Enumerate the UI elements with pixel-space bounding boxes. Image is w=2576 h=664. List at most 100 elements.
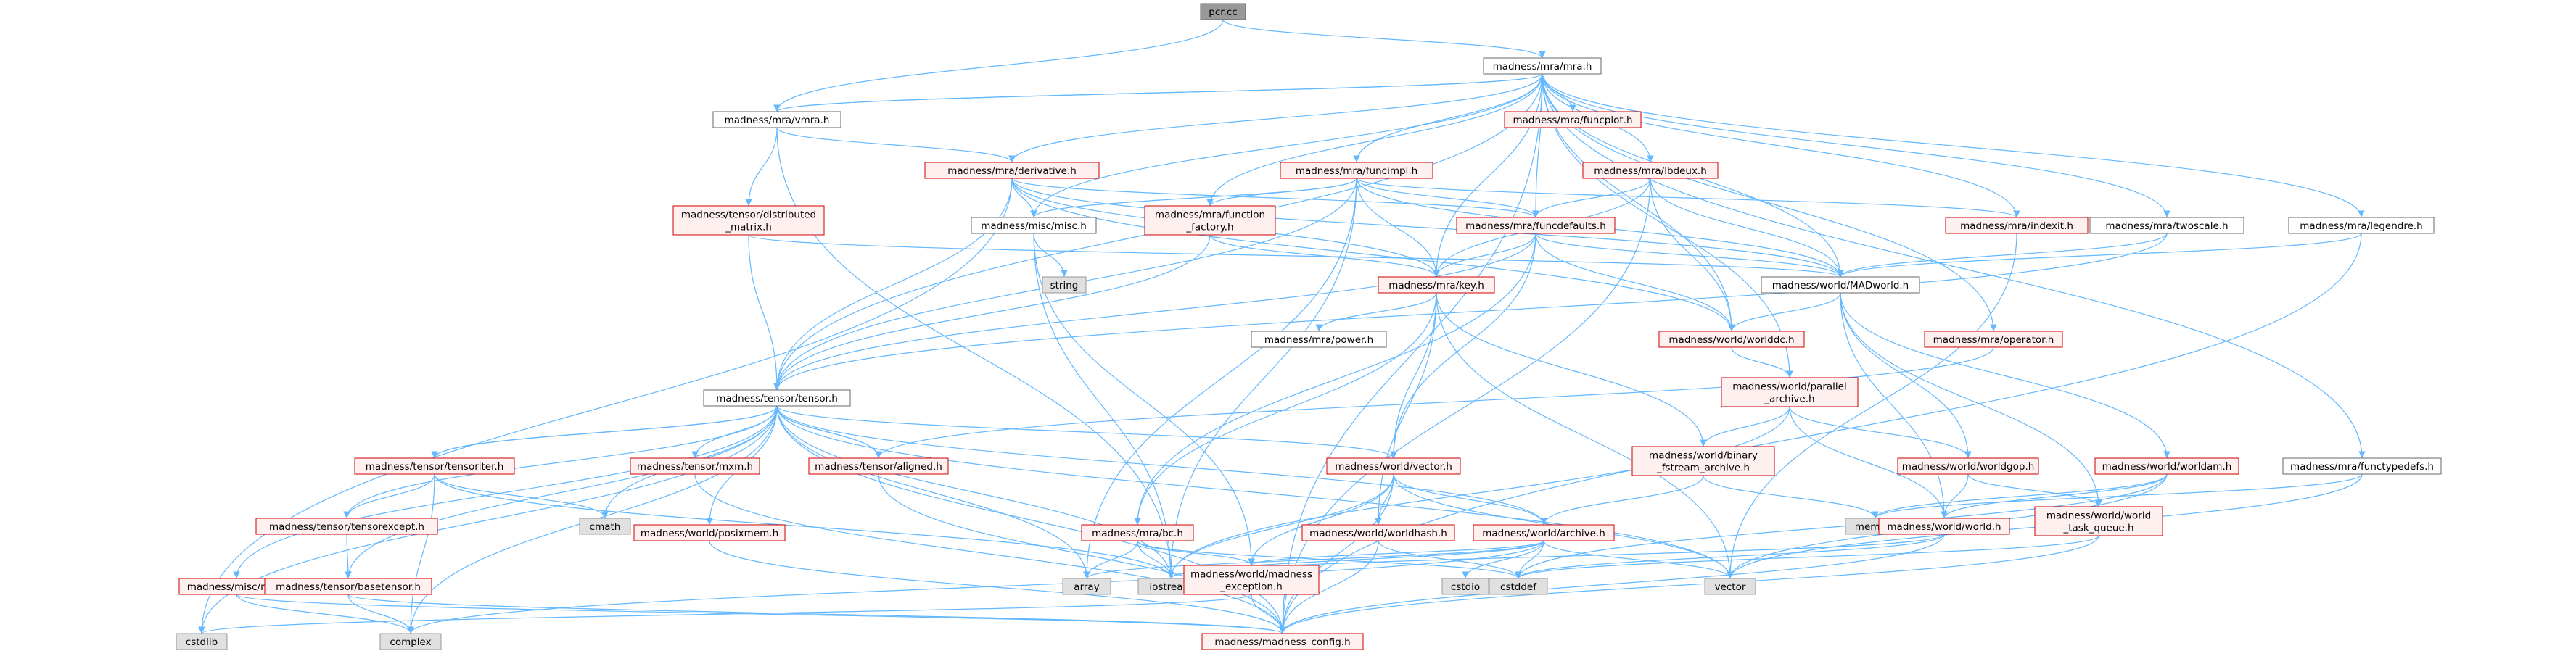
node-binary-fstream-h[interactable]: madness/world/binary_fstream_archive.h xyxy=(1631,446,1775,476)
node-box xyxy=(1201,633,1364,650)
node-bc-h[interactable]: madness/mra/bc.h xyxy=(1081,524,1194,541)
node-label: madness/mra/indexit.h xyxy=(1960,220,2073,232)
edge-vector_h-to-worldhash_h xyxy=(1375,473,1394,526)
node-archive-h[interactable]: madness/world/archive.h xyxy=(1473,524,1615,541)
node-label: madness/mra/twoscale.h xyxy=(2105,220,2228,232)
edge-lbdeux_h-to-madworld_h xyxy=(1650,178,1844,278)
edge-key_h-to-vector xyxy=(1436,292,1734,579)
node-worldhash-h[interactable]: madness/world/worldhash.h xyxy=(1301,524,1455,541)
node-box xyxy=(255,518,438,535)
edge-vmra_h-to-distmat_h xyxy=(745,127,778,207)
edge-madworld_h-to-worldam_h xyxy=(1840,292,2170,459)
edge-derivative_h-to-madworld_h xyxy=(1011,178,1844,278)
node-box xyxy=(1280,162,1433,179)
node-tensoriter-h[interactable]: madness/tensor/tensoriter.h xyxy=(354,457,515,475)
edge-tensor_h-to-array xyxy=(776,405,1090,579)
node-parallel-archive-h[interactable]: madness/world/parallel_archive.h xyxy=(1721,377,1859,407)
node-misc-h[interactable]: madness/misc/misc.h xyxy=(971,217,1097,234)
node-label: madness/world/binary xyxy=(1649,450,1758,462)
node-label: madness/tensor/tensor.h xyxy=(716,393,838,404)
edge-tensorexcept_h-to-basetensor_h xyxy=(345,534,352,579)
node-cmath[interactable]: cmath xyxy=(579,518,631,535)
node-box xyxy=(2282,457,2442,475)
node-vmra-h[interactable]: madness/mra/vmra.h xyxy=(712,111,841,128)
edge-basetensor_h-to-madness_config_h xyxy=(347,594,1286,634)
node-pcr[interactable]: pcr.cc xyxy=(1200,3,1246,20)
node-label: madness/world/worldgop.h xyxy=(1902,461,2035,473)
node-indexit-h[interactable]: madness/mra/indexit.h xyxy=(1945,217,2089,234)
node-box xyxy=(264,578,432,595)
edge-funcdefaults_h-to-key_h xyxy=(1433,233,1536,278)
node-vector[interactable]: vector xyxy=(1704,578,1756,595)
edge-mra_h-to-misc_h xyxy=(1030,73,1543,218)
node-madness-exception-h[interactable]: madness/world/madness_exception.h xyxy=(1183,565,1320,595)
node-basetensor-h[interactable]: madness/tensor/basetensor.h xyxy=(264,578,432,595)
node-functypedefs-h[interactable]: madness/mra/functypedefs.h xyxy=(2282,457,2442,475)
edge-distmat_h-to-madworld_h xyxy=(748,234,1844,278)
edge-parallel_archive_h-to-world_h xyxy=(1789,406,1948,519)
node-task-queue-h[interactable]: madness/world/world_task_queue.h xyxy=(2034,506,2163,536)
edge-funcdefaults_h-to-tensor_h xyxy=(773,233,1536,391)
node-tensor-h[interactable]: madness/tensor/tensor.h xyxy=(703,389,851,407)
node-madworld-h[interactable]: madness/world/MADworld.h xyxy=(1761,276,1920,294)
node-lbdeux-h[interactable]: madness/mra/lbdeux.h xyxy=(1582,162,1719,179)
node-funcimpl-h[interactable]: madness/mra/funcimpl.h xyxy=(1280,162,1433,179)
node-vector-h[interactable]: madness/world/vector.h xyxy=(1326,457,1461,475)
edge-tensor_h-to-tensorexcept_h xyxy=(343,405,778,519)
node-label: madness/misc/ran.h xyxy=(187,581,287,593)
node-tensorexcept-h[interactable]: madness/tensor/tensorexcept.h xyxy=(255,518,438,535)
node-posixmem-h[interactable]: madness/world/posixmem.h xyxy=(633,524,786,541)
node-cstdio[interactable]: cstdio xyxy=(1441,578,1489,595)
node-box xyxy=(1483,57,1602,75)
node-power-h[interactable]: madness/mra/power.h xyxy=(1251,331,1387,348)
node-key-h[interactable]: madness/mra/key.h xyxy=(1378,276,1495,294)
edge-aligned_h-to-madness_config_h xyxy=(878,473,1286,634)
node-worlddc-h[interactable]: madness/world/worlddc.h xyxy=(1658,331,1805,348)
node-worldam-h[interactable]: madness/world/worldam.h xyxy=(2094,457,2239,475)
node-label: _factory.h xyxy=(1185,222,1233,233)
node-box xyxy=(379,633,442,650)
node-cstddef[interactable]: cstddef xyxy=(1489,578,1548,595)
node-array[interactable]: array xyxy=(1062,578,1111,595)
edge-task_queue_h-to-cstddef xyxy=(1515,535,2099,579)
node-label: madness/misc/misc.h xyxy=(981,220,1087,232)
node-world-h[interactable]: madness/world/world.h xyxy=(1878,518,2010,535)
node-legendre-h[interactable]: madness/mra/legendre.h xyxy=(2288,217,2435,234)
node-distmat-h[interactable]: madness/tensor/distributed_matrix.h xyxy=(672,205,825,236)
node-funcdefaults-h[interactable]: madness/mra/funcdefaults.h xyxy=(1456,217,1616,234)
node-derivative-h[interactable]: madness/mra/derivative.h xyxy=(924,162,1100,179)
edge-bc_h-to-array xyxy=(1083,540,1138,579)
edge-lbdeux_h-to-funcdefaults_h xyxy=(1532,178,1651,218)
node-funcfactory-h[interactable]: madness/mra/function_factory.h xyxy=(1144,205,1276,236)
node-mxm-h[interactable]: madness/tensor/mxm.h xyxy=(630,457,760,475)
edge-parallel_archive_h-to-binary_fstream_h xyxy=(1700,406,1790,447)
node-funcplot-h[interactable]: madness/mra/funcplot.h xyxy=(1504,111,1642,128)
edge-worldgop_h-to-world_h xyxy=(1941,473,1969,519)
edge-funcfactory_h-to-key_h xyxy=(1209,234,1440,278)
node-box xyxy=(1251,331,1387,348)
node-box xyxy=(579,518,631,535)
node-aligned-h[interactable]: madness/tensor/aligned.h xyxy=(808,457,949,475)
edge-tensor_h-to-vector xyxy=(776,405,1734,579)
node-box xyxy=(1704,578,1756,595)
edge-archive_h-to-vector xyxy=(1543,540,1734,579)
edge-tensoriter_h-to-tensor_h xyxy=(434,405,781,459)
edge-worlddc_h-to-parallel_archive_h xyxy=(1731,346,1793,378)
node-box xyxy=(2288,217,2435,234)
node-madness-config-h[interactable]: madness/madness_config.h xyxy=(1201,633,1364,650)
node-label: madness/world/madness xyxy=(1190,569,1312,581)
edge-legendre_h-to-madness_config_h xyxy=(1279,233,2362,634)
node-twoscale-h[interactable]: madness/mra/twoscale.h xyxy=(2089,217,2244,234)
node-label: madness/madness_config.h xyxy=(1214,636,1350,648)
node-operator-h[interactable]: madness/mra/operator.h xyxy=(1924,331,2063,348)
node-string[interactable]: string xyxy=(1042,276,1087,294)
edge-ran_h-to-madness_config_h xyxy=(236,594,1286,634)
node-cstdlib[interactable]: cstdlib xyxy=(176,633,228,650)
node-label: madness/tensor/tensoriter.h xyxy=(366,461,504,473)
node-box xyxy=(2094,457,2239,475)
node-worldgop-h[interactable]: madness/world/worldgop.h xyxy=(1897,457,2039,475)
edge-madness_exception_h-to-cstdlib xyxy=(198,594,1252,634)
node-complex[interactable]: complex xyxy=(379,633,442,650)
node-mra-h[interactable]: madness/mra/mra.h xyxy=(1483,57,1602,75)
edge-archive_h-to-cstdio xyxy=(1462,540,1544,579)
